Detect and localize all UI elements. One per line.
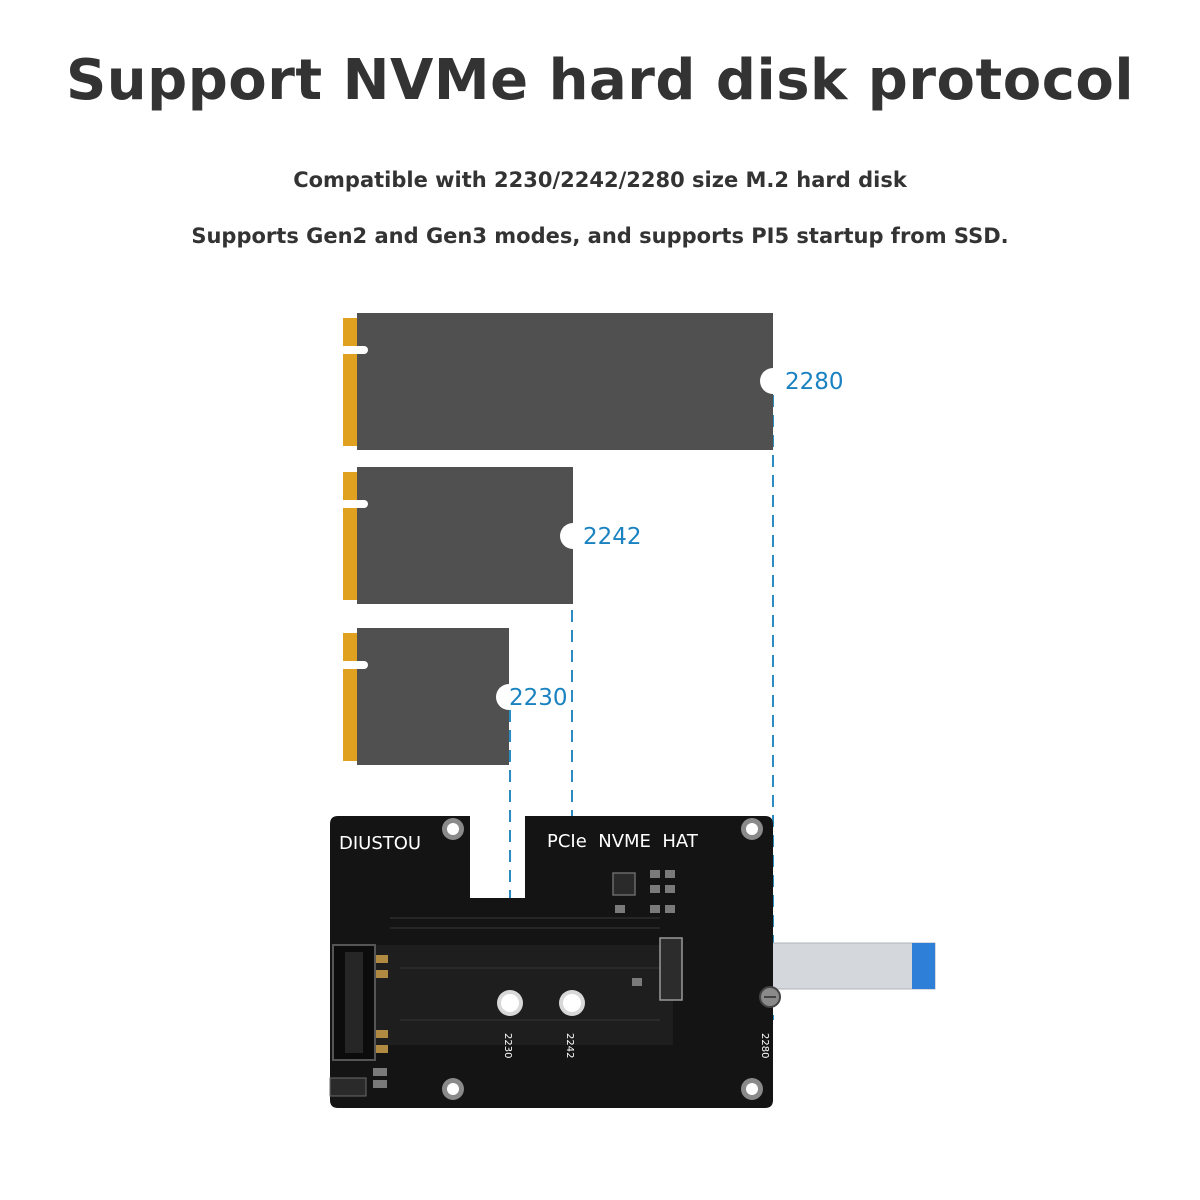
size-label-2242: 2242 <box>583 524 642 550</box>
compatibility-text: Compatible with 2230/2242/2280 size M.2 … <box>293 168 907 192</box>
board-brand-label: DIUSTOU <box>339 833 421 854</box>
ssd-2242 <box>340 467 586 604</box>
page-title: Support NVMe hard disk protocol <box>65 48 1135 113</box>
size-label-2230: 2230 <box>509 685 568 711</box>
size-label-2280: 2280 <box>785 369 844 395</box>
ssd-2230 <box>340 628 522 765</box>
feature-text: Supports Gen2 and Gen3 modes, and suppor… <box>191 224 1009 248</box>
board-name-label: PCIe NVME HAT <box>547 831 699 852</box>
pcie-nvme-hat-board <box>329 816 781 1108</box>
silk-mark-2242: 2242 <box>564 1033 575 1058</box>
ssd-2280 <box>340 313 786 450</box>
silk-mark-2280: 2280 <box>759 1033 770 1058</box>
silk-mark-2230: 2230 <box>502 1033 513 1058</box>
